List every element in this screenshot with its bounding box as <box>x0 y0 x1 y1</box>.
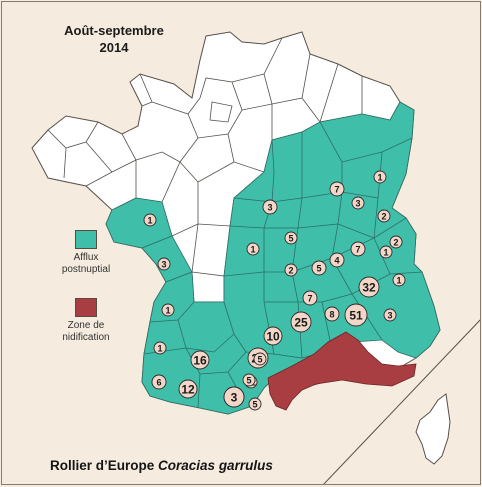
count-bubble <box>284 231 298 245</box>
count-value: 5 <box>246 376 251 386</box>
count-bubble <box>324 306 340 322</box>
count-bubble <box>311 260 327 276</box>
count-value: 25 <box>294 316 308 330</box>
count-value: 10 <box>266 330 280 344</box>
count-value: 2 <box>381 212 386 222</box>
count-markers: 1311161216242412555102578513231127452313… <box>143 170 406 411</box>
legend-nesting-swatch <box>75 298 97 317</box>
period-label: Août-septembre 2014 <box>58 22 170 56</box>
count-bubble <box>392 273 406 287</box>
count-bubble <box>190 350 210 370</box>
count-bubble <box>358 276 380 298</box>
count-value: 8 <box>329 310 334 320</box>
count-bubble <box>284 263 298 277</box>
count-bubble <box>373 170 387 184</box>
count-value: 1 <box>165 306 170 316</box>
period-line1: Août-septembre <box>64 23 164 38</box>
count-value: 16 <box>193 354 207 368</box>
count-value: 12 <box>181 383 195 397</box>
count-bubble <box>143 213 157 227</box>
count-bubble <box>223 386 245 408</box>
count-bubble <box>151 374 167 390</box>
count-bubble <box>351 196 365 210</box>
legend-afflux-label: Afflux postnuptial <box>54 252 118 276</box>
count-value: 7 <box>307 294 312 304</box>
count-bubble <box>246 242 260 256</box>
map-title: Rollier d’Europe Coracias garrulus <box>50 458 273 473</box>
count-bubble <box>350 241 366 257</box>
count-value: 2 <box>393 238 398 248</box>
count-bubble <box>302 290 318 306</box>
zone-vendee <box>105 197 173 249</box>
count-value: 5 <box>257 355 262 365</box>
count-value: 7 <box>334 185 339 195</box>
count-bubble <box>344 303 368 327</box>
count-value: 3 <box>355 199 360 209</box>
count-bubble <box>377 209 391 223</box>
count-value: 1 <box>250 245 255 255</box>
count-value: 7 <box>355 245 360 255</box>
corsica <box>415 393 451 465</box>
title-latin-name: Coracias garrulus <box>158 458 273 473</box>
count-value: 5 <box>316 264 321 274</box>
legend-afflux-line1: Afflux <box>73 252 99 263</box>
count-value: 5 <box>288 234 293 244</box>
inset-divider <box>323 319 480 484</box>
legend-nesting-line2: nidification <box>62 332 110 343</box>
count-value: 1 <box>383 248 388 258</box>
count-value: 3 <box>161 260 166 270</box>
count-bubble <box>262 199 278 215</box>
afflux-zones <box>105 101 441 415</box>
count-value: 3 <box>267 203 272 213</box>
count-value: 32 <box>362 281 376 295</box>
count-bubble <box>161 303 175 317</box>
title-common-name: Rollier d’Europe <box>50 458 155 473</box>
legend-afflux-swatch <box>75 230 97 249</box>
count-value: 1 <box>157 344 162 354</box>
nesting-zone <box>267 331 417 411</box>
count-value: 3 <box>387 311 392 321</box>
count-value: 1 <box>147 216 152 226</box>
count-bubble <box>242 373 256 387</box>
count-bubble <box>253 352 267 366</box>
count-value: 2 <box>288 266 293 276</box>
count-value: 3 <box>231 391 238 405</box>
count-bubble <box>389 235 403 249</box>
count-bubble <box>379 245 393 259</box>
count-bubble <box>263 326 283 346</box>
count-bubble <box>290 311 312 333</box>
zone-east <box>223 101 441 359</box>
count-value: 4 <box>334 256 339 266</box>
count-bubble <box>329 181 345 197</box>
count-bubble <box>157 257 171 271</box>
count-value: 51 <box>349 309 363 323</box>
count-value: 1 <box>396 276 401 286</box>
count-value: 1 <box>377 173 382 183</box>
count-value: 5 <box>252 400 257 410</box>
count-bubble <box>329 252 345 268</box>
count-bubble <box>248 397 262 411</box>
period-line2: 2014 <box>99 40 129 55</box>
legend-nesting-line1: Zone de <box>67 320 105 331</box>
legend-nesting-label: Zone de nidification <box>50 320 122 344</box>
count-bubble <box>178 379 198 399</box>
count-bubble <box>153 341 167 355</box>
legend-afflux-line2: postnuptial <box>61 264 111 275</box>
count-bubble <box>383 308 397 322</box>
count-value: 6 <box>156 378 161 388</box>
